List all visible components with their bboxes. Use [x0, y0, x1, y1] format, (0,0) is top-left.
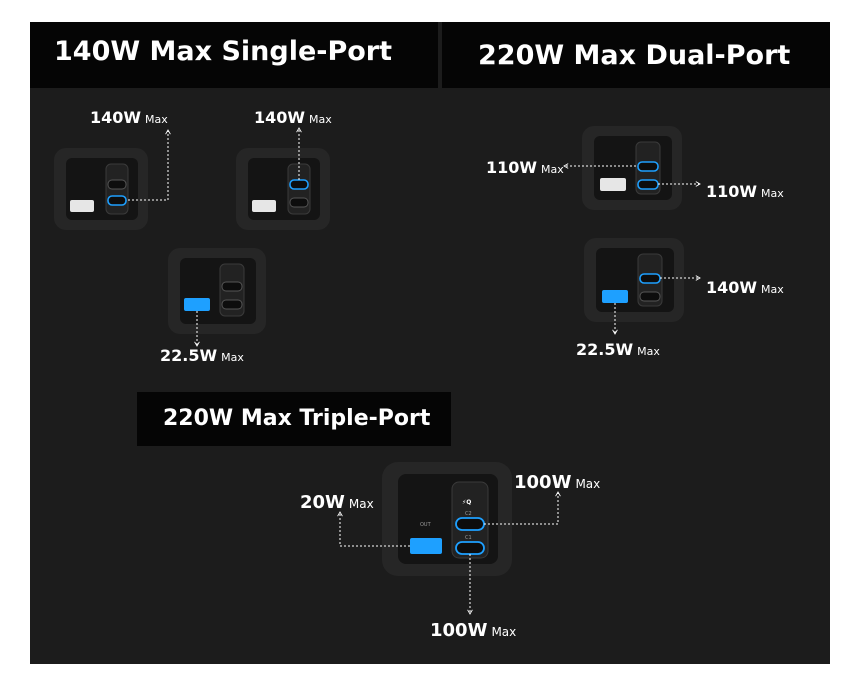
label-unit: Max [348, 497, 374, 511]
label-value: 140W [90, 108, 142, 127]
label-unit: Max [491, 625, 517, 639]
label-unit: Max [575, 477, 601, 491]
label-unit: Max [221, 351, 244, 364]
label-unit: Max [145, 113, 168, 126]
label-unit: Max [637, 345, 660, 358]
label-value: 20W [300, 492, 345, 513]
heading-triple-port: 220W Max Triple-Port [137, 392, 451, 446]
label-unit: Max [541, 163, 564, 176]
heading-dual-port: 220W Max Dual-Port [442, 22, 830, 88]
label-value: 22.5W [160, 346, 218, 365]
label-unit: Max [761, 187, 784, 200]
heading-triple-port-text: 220W Max Triple-Port [163, 406, 431, 431]
heading-single-port: 140W Max Single-Port [30, 22, 438, 88]
heading-single-port-text: 140W Max Single-Port [54, 36, 393, 67]
label-value: 110W [706, 182, 758, 201]
label-value: 100W [430, 620, 488, 641]
label-unit: Max [309, 113, 332, 126]
label-value: 140W [706, 278, 758, 297]
label-unit: Max [761, 283, 784, 296]
label-value: 100W [514, 472, 572, 493]
label-value: 22.5W [576, 340, 634, 359]
label-value: 110W [486, 158, 538, 177]
label-value: 140W [254, 108, 306, 127]
heading-dual-port-text: 220W Max Dual-Port [478, 40, 791, 71]
